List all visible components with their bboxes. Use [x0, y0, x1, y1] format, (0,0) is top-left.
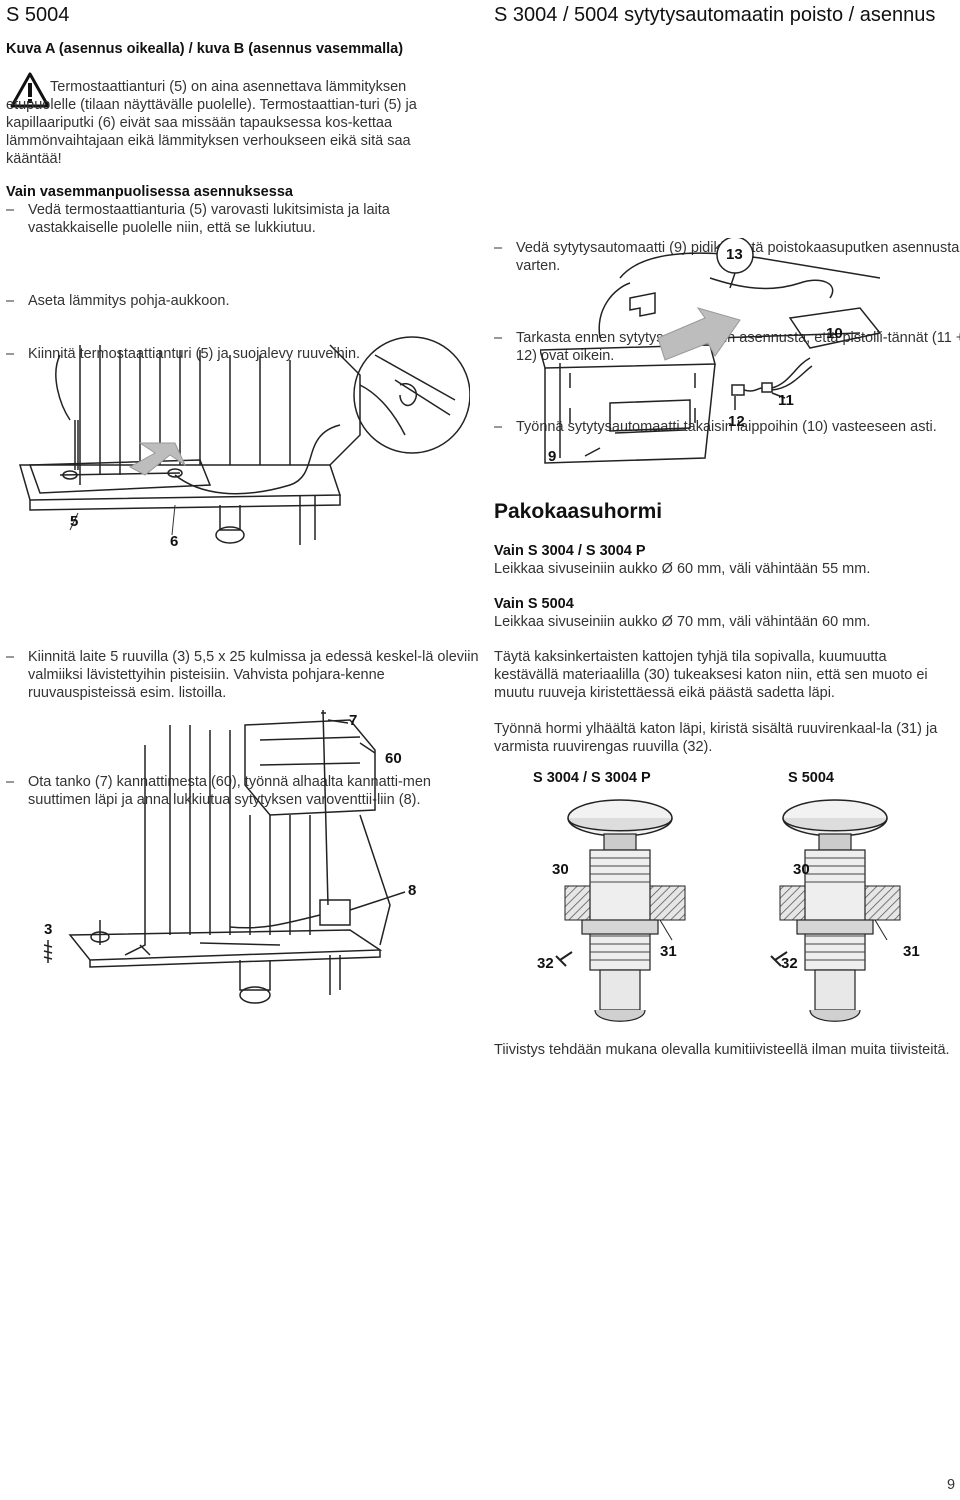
step-pull-sensor: Vedä termostaattianturia (5) varovasti l… — [6, 201, 468, 237]
step-place-heater: Aseta lämmitys pohja-aukkoon. — [6, 292, 468, 310]
flue-b-text: Leikkaa sivuseiniin aukko Ø 70 mm, väli … — [494, 614, 871, 630]
label-31-left: 31 — [660, 943, 677, 960]
label-6: 6 — [170, 533, 179, 550]
figure-rod-valve — [30, 705, 460, 1030]
flue-a-text: Leikkaa sivuseiniin aukko Ø 60 mm, väli … — [494, 561, 871, 577]
label-7: 7 — [349, 712, 358, 729]
left-install-heading: Vain vasemmanpuolisessa asennuksessa — [6, 184, 293, 200]
label-10: 10 — [826, 325, 843, 342]
figure-flue-chimneys — [520, 790, 940, 1030]
flue-b-heading: Vain S 5004 — [494, 596, 574, 612]
label-8: 8 — [408, 882, 417, 899]
step-attach-sensor: Kiinnitä termostaattianturi (5) ja suoja… — [6, 345, 468, 363]
label-11: 11 — [778, 392, 794, 409]
label-3: 3 — [44, 921, 53, 938]
page-number: 9 — [947, 1477, 956, 1493]
label-32-left: 32 — [537, 955, 554, 972]
figure-heater-sensor — [0, 325, 471, 565]
flue-figure-title-left: S 3004 / S 3004 P — [533, 770, 651, 786]
push-instructions: Työnnä hormi ylhäältä katon läpi, kirist… — [494, 721, 938, 755]
label-9: 9 — [548, 448, 557, 465]
flue-heading: Pakokaasuhormi — [494, 500, 663, 523]
label-30-left: 30 — [552, 861, 569, 878]
section-heading: S 3004 / 5004 sytytysautomaatin poisto /… — [494, 4, 936, 26]
flue-figure-title-right: S 5004 — [788, 770, 834, 786]
flue-a-heading: Vain S 3004 / S 3004 P — [494, 543, 646, 559]
warning-text: Termostaattianturi (5) on aina asennetta… — [6, 79, 417, 167]
figure-ignition-automat — [539, 236, 950, 478]
seal-note: Tiivistys tehdään mukana olevalla kumiti… — [494, 1042, 950, 1058]
label-60: 60 — [385, 750, 402, 767]
model-title: S 5004 — [6, 4, 70, 26]
label-30-right: 30 — [793, 861, 810, 878]
step-fasten-screws: Kiinnitä laite 5 ruuvilla (3) 5,5 x 25 k… — [6, 648, 488, 702]
label-12: 12 — [728, 413, 745, 430]
label-31-right: 31 — [903, 943, 920, 960]
label-13: 13 — [726, 246, 743, 263]
fill-instructions: Täytä kaksinkertaisten kattojen tyhjä ti… — [494, 649, 928, 701]
figure-subtitle: Kuva A (asennus oikealla) / kuva B (asen… — [6, 41, 404, 57]
label-5: 5 — [70, 513, 79, 530]
warning-triangle-icon — [10, 72, 50, 108]
label-32-right: 32 — [781, 955, 798, 972]
